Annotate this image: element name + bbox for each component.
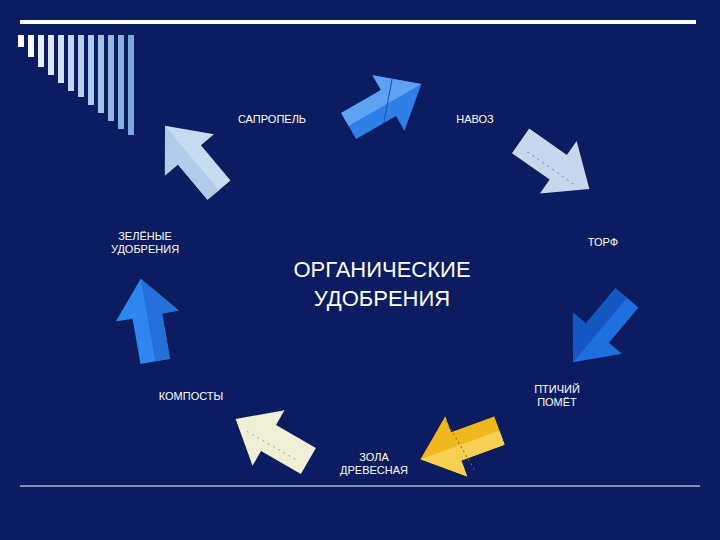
item-label: ЗОЛА ДРЕВЕСНАЯ: [332, 451, 416, 477]
arrow-shape: [220, 391, 325, 488]
item-label: САПРОПЕЛЬ: [217, 113, 327, 126]
item-label: ПТИЧИЙ ПОМЁТ: [526, 383, 588, 409]
top-rule: [20, 20, 696, 24]
arrow-shape: [502, 115, 608, 216]
item-label: ЗЕЛЁНЫЕ УДОБРЕНИЯ: [97, 230, 193, 256]
item-label: НАВОЗ: [435, 113, 515, 126]
arrow-shape: [410, 401, 511, 490]
arrow-shape: [548, 277, 651, 382]
item-label: КОМПОСТЫ: [141, 390, 241, 403]
diagram-title: ОРГАНИЧЕСКИЕ УДОБРЕНИЯ: [262, 256, 502, 313]
arrow-shape: [109, 273, 187, 367]
comb-bars: [18, 35, 134, 135]
bottom-rule: [20, 486, 700, 487]
arrow-shape: [333, 56, 438, 153]
item-label: ТОРФ: [568, 236, 638, 249]
arrow-shape: [140, 105, 243, 210]
